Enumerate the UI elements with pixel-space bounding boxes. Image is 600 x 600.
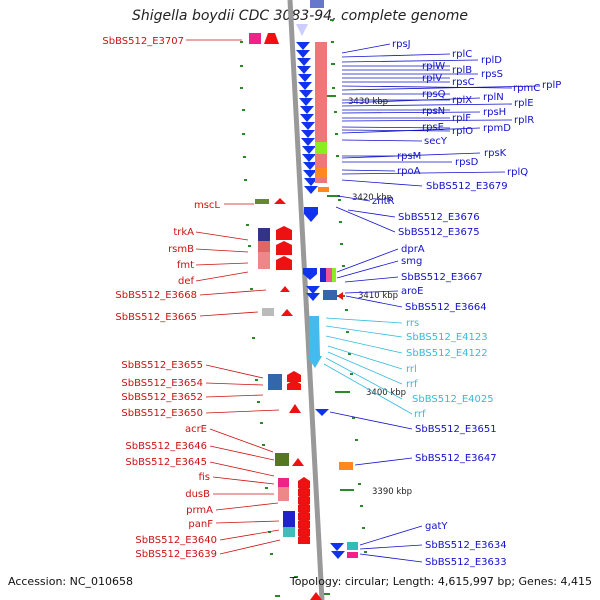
gene-label[interactable]: rpsM — [397, 151, 421, 162]
gene-label[interactable]: rpsJ — [392, 39, 411, 50]
gene-label[interactable]: zntR — [372, 196, 395, 207]
gene-label[interactable]: SbBS512_E3633 — [425, 557, 507, 568]
gene-label[interactable]: rpmC — [513, 83, 540, 94]
gene-label[interactable]: rpsK — [484, 148, 507, 159]
gene-label[interactable]: dusB — [185, 489, 210, 500]
right-gene-boxes — [315, 42, 358, 558]
gene-label[interactable]: rplW — [422, 61, 445, 72]
rna-label[interactable]: rrf — [406, 379, 418, 390]
rna-label[interactable]: SbBS512_E4025 — [412, 394, 494, 405]
gene-label[interactable]: secY — [424, 136, 448, 147]
gene-label[interactable]: rpsQ — [422, 89, 446, 100]
gene-label[interactable]: rpsC — [452, 77, 475, 88]
rna-label[interactable]: rrf — [414, 409, 426, 420]
gene-label[interactable]: acrE — [185, 424, 207, 435]
gene-label[interactable]: SbBS512_E3665 — [115, 312, 197, 323]
gene-label[interactable]: rplE — [514, 98, 534, 109]
reverse-gene-arrow — [296, 24, 308, 36]
gene-label[interactable]: SbBS512_E3651 — [415, 424, 497, 435]
gene-label[interactable]: rplR — [514, 115, 534, 126]
rna-connectors — [323, 317, 413, 415]
gene-label[interactable]: dprA — [401, 244, 425, 255]
gene-label[interactable]: SbBS512_E3655 — [121, 360, 203, 371]
gene-label[interactable]: SbBS512_E3647 — [415, 453, 497, 464]
gene-label[interactable]: smg — [401, 256, 422, 267]
gene-label[interactable]: SbBS512_E3654 — [121, 378, 203, 389]
gene-label[interactable]: SbBS512_E3652 — [121, 392, 203, 403]
gene-label[interactable]: SbBS512_E3676 — [398, 212, 480, 223]
gene-label[interactable]: rplP — [542, 80, 561, 91]
gene-label[interactable]: SbBS512_E3646 — [125, 441, 207, 452]
gene-label[interactable]: def — [178, 276, 195, 287]
reverse-gene-arrows — [296, 42, 345, 559]
scale-label: 3390 kbp — [372, 487, 412, 497]
genome-stats-text: Topology: circular; Length: 4,615,997 bp… — [289, 575, 592, 588]
accession-text: Accession: NC_010658 — [8, 575, 134, 588]
gene-label[interactable]: SbBS512_E3664 — [405, 302, 487, 313]
gene-label[interactable]: rplB — [452, 65, 472, 76]
gene-label[interactable]: rplC — [452, 49, 472, 60]
gene-label[interactable]: SbBS512_E3650 — [121, 408, 203, 419]
right-connectors — [329, 43, 541, 563]
scale-label: 3400 kbp — [366, 388, 406, 398]
gene-label[interactable]: rplV — [422, 73, 442, 84]
rna-gene-arrow — [307, 316, 322, 368]
gene-label[interactable]: gatY — [425, 521, 448, 532]
gene-label[interactable]: rplF — [452, 113, 471, 124]
scale-label: 3420 kbp — [352, 193, 392, 203]
gene-label[interactable]: rplX — [452, 95, 472, 106]
gene-label[interactable]: fmt — [177, 260, 194, 271]
gene-label[interactable]: rpsD — [455, 157, 479, 168]
rna-label[interactable]: SbBS512_E4123 — [406, 332, 488, 343]
gene-label[interactable]: rpoA — [397, 166, 421, 177]
gene-label[interactable]: SbBS512_E3634 — [425, 540, 507, 551]
genome-title: Shigella boydii CDC 3083-94, complete ge… — [131, 8, 469, 24]
gene-label[interactable]: fis — [198, 472, 210, 483]
gene-label[interactable]: rplQ — [507, 167, 528, 178]
gene-label[interactable]: SbBS512_E3639 — [135, 549, 217, 560]
gene-label[interactable]: SbBS512_E3668 — [115, 290, 197, 301]
genome-backbone — [287, 0, 325, 600]
left-connectors — [186, 39, 281, 555]
gene-label[interactable]: rplO — [452, 126, 473, 137]
gene-label[interactable]: prmA — [186, 505, 213, 516]
gene-box — [310, 0, 324, 8]
gene-label[interactable]: rpsH — [483, 107, 506, 118]
gene-label[interactable]: rplN — [483, 92, 504, 103]
gene-label[interactable]: SbBS512_E3707 — [102, 36, 184, 47]
gene-label[interactable]: SbBS512_E3675 — [398, 227, 480, 238]
gene-label[interactable]: SbBS512_E3679 — [426, 181, 508, 192]
rna-label[interactable]: rrl — [406, 364, 417, 375]
gene-label[interactable]: trkA — [173, 227, 194, 238]
gene-label[interactable]: rpsS — [481, 69, 503, 80]
gene-label[interactable]: rpmD — [483, 123, 511, 134]
scale-label: 3410 kbp — [358, 291, 398, 301]
gene-label[interactable]: rplD — [481, 55, 502, 66]
gene-label[interactable]: rsmB — [168, 244, 194, 255]
rna-label[interactable]: SbBS512_E4122 — [406, 348, 488, 359]
gene-label[interactable]: rpsE — [422, 122, 444, 133]
gene-label[interactable]: SbBS512_E3645 — [125, 457, 207, 468]
gene-label[interactable]: SbBS512_E3667 — [401, 272, 483, 283]
gene-label[interactable]: SbBS512_E3640 — [135, 535, 217, 546]
gene-label[interactable]: panF — [188, 519, 213, 530]
forward-gene-boxes — [249, 33, 322, 600]
gene-label[interactable]: aroE — [401, 286, 423, 297]
rna-label[interactable]: rrs — [406, 318, 419, 329]
gene-label[interactable]: mscL — [194, 200, 220, 211]
gene-label[interactable]: rpsN — [422, 106, 445, 117]
